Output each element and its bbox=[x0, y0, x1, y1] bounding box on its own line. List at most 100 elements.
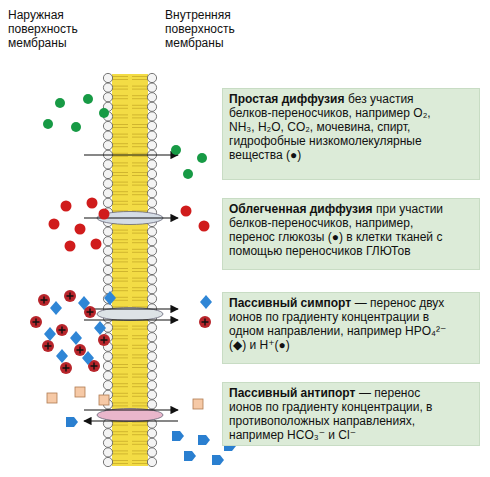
lipid-tail bbox=[112, 453, 128, 454]
lipid-tail bbox=[112, 182, 128, 183]
lipid-tail bbox=[132, 348, 148, 349]
lipid-tails bbox=[112, 77, 148, 464]
hydrogen-ion bbox=[98, 334, 110, 346]
lipid-head bbox=[147, 323, 156, 332]
lipid-tail bbox=[132, 300, 148, 301]
lipid-head bbox=[103, 352, 112, 361]
lipid-tail bbox=[112, 76, 128, 77]
lipid-head bbox=[147, 265, 156, 274]
box-text: Простая диффузиябез участия белков-перен… bbox=[229, 92, 447, 162]
transport-box: Простая диффузиябез участия белков-перен… bbox=[222, 88, 480, 180]
lipid-head bbox=[147, 333, 156, 342]
lipid-tail bbox=[132, 117, 148, 118]
lipid-head bbox=[103, 141, 112, 150]
lipid-tail bbox=[132, 127, 148, 128]
box-text: Пассивный антипорт— перенос ионов по гра… bbox=[229, 386, 447, 442]
bicarbonate-ion bbox=[47, 393, 57, 403]
ion-body bbox=[60, 362, 72, 374]
lipid-tail bbox=[132, 345, 148, 346]
lipid-tail bbox=[112, 268, 128, 269]
lipid-head bbox=[103, 121, 112, 130]
lipid-tail bbox=[132, 105, 148, 106]
lipid-tail bbox=[132, 434, 148, 435]
lipid-tail bbox=[132, 182, 148, 183]
lipid-head bbox=[147, 131, 156, 140]
lipid-tail bbox=[112, 105, 128, 106]
lipid-tail bbox=[112, 287, 128, 288]
lipid-head bbox=[147, 448, 156, 457]
lipid-tail bbox=[132, 95, 148, 96]
small-molecule bbox=[83, 94, 93, 104]
lipid-tail bbox=[112, 239, 128, 240]
ion-sign bbox=[33, 319, 40, 326]
lipid-tail bbox=[132, 431, 148, 432]
lipid-tail bbox=[112, 89, 128, 90]
lipid-tail bbox=[132, 134, 148, 135]
ion-body bbox=[98, 334, 110, 346]
lipid-tail bbox=[132, 287, 148, 288]
lipid-tail bbox=[132, 146, 148, 147]
lipid-tail bbox=[112, 271, 128, 272]
lipid-tail bbox=[112, 300, 128, 301]
lipid-tail bbox=[132, 441, 148, 442]
lipid-head bbox=[147, 102, 156, 111]
lipid-tail bbox=[132, 108, 148, 109]
lipid-tail bbox=[132, 354, 148, 355]
lipid-head bbox=[147, 83, 156, 92]
ion-sign bbox=[202, 319, 209, 326]
lipid-tail bbox=[132, 124, 148, 125]
lipid-tail bbox=[112, 242, 128, 243]
lipid-tail bbox=[112, 156, 128, 157]
lipid-tail bbox=[132, 76, 148, 77]
lipid-head bbox=[103, 73, 112, 82]
transport-arrow bbox=[84, 217, 178, 218]
lipid-tail bbox=[112, 194, 128, 195]
lipid-tail bbox=[112, 230, 128, 231]
lipid-tail bbox=[132, 175, 148, 176]
lipid-core bbox=[112, 74, 148, 466]
phosphate-ion bbox=[94, 321, 106, 335]
phosphate-ion bbox=[82, 351, 94, 365]
lipid-tail bbox=[112, 86, 128, 87]
phosphate-ion bbox=[78, 296, 90, 310]
lipid-tail bbox=[112, 364, 128, 365]
lipid-head bbox=[147, 256, 156, 265]
ion-sign bbox=[41, 297, 48, 304]
lipid-head bbox=[103, 83, 112, 92]
lipid-tail bbox=[112, 405, 128, 406]
transport-arrow bbox=[84, 409, 178, 410]
transport-box: Облегченная диффузияпри участии белков-п… bbox=[222, 198, 480, 270]
lipid-head bbox=[103, 246, 112, 255]
lipid-tail bbox=[132, 374, 148, 375]
lipid-head bbox=[147, 294, 156, 303]
small-molecule bbox=[183, 169, 193, 179]
lipid-tail bbox=[132, 252, 148, 253]
lipid-tail bbox=[132, 185, 148, 186]
lipid-head bbox=[103, 160, 112, 169]
lipid-tail bbox=[112, 326, 128, 327]
lipid-head bbox=[147, 438, 156, 447]
box-heading: Простая диффузия bbox=[229, 92, 344, 106]
lipid-head bbox=[147, 198, 156, 207]
lipid-tail bbox=[132, 153, 148, 154]
lipid-tail bbox=[112, 137, 128, 138]
ion-sign bbox=[59, 327, 66, 334]
glucose-molecule bbox=[49, 219, 60, 230]
hydrogen-ion bbox=[56, 324, 68, 336]
lipid-tail bbox=[112, 441, 128, 442]
transport-arrow bbox=[84, 319, 178, 320]
lipid-head bbox=[147, 371, 156, 380]
ion-sign bbox=[45, 343, 52, 350]
lipid-tail bbox=[112, 396, 128, 397]
lipid-tail bbox=[112, 127, 128, 128]
lipid-tail bbox=[132, 239, 148, 240]
lipid-tail bbox=[112, 425, 128, 426]
lipid-head bbox=[103, 371, 112, 380]
lipid-tail bbox=[112, 143, 128, 144]
lipid-tail bbox=[112, 345, 128, 346]
lipid-tail bbox=[112, 191, 128, 192]
lipid-tail bbox=[132, 172, 148, 173]
ion-sign bbox=[77, 347, 84, 354]
lipid-tail bbox=[132, 297, 148, 298]
lipid-head bbox=[147, 141, 156, 150]
